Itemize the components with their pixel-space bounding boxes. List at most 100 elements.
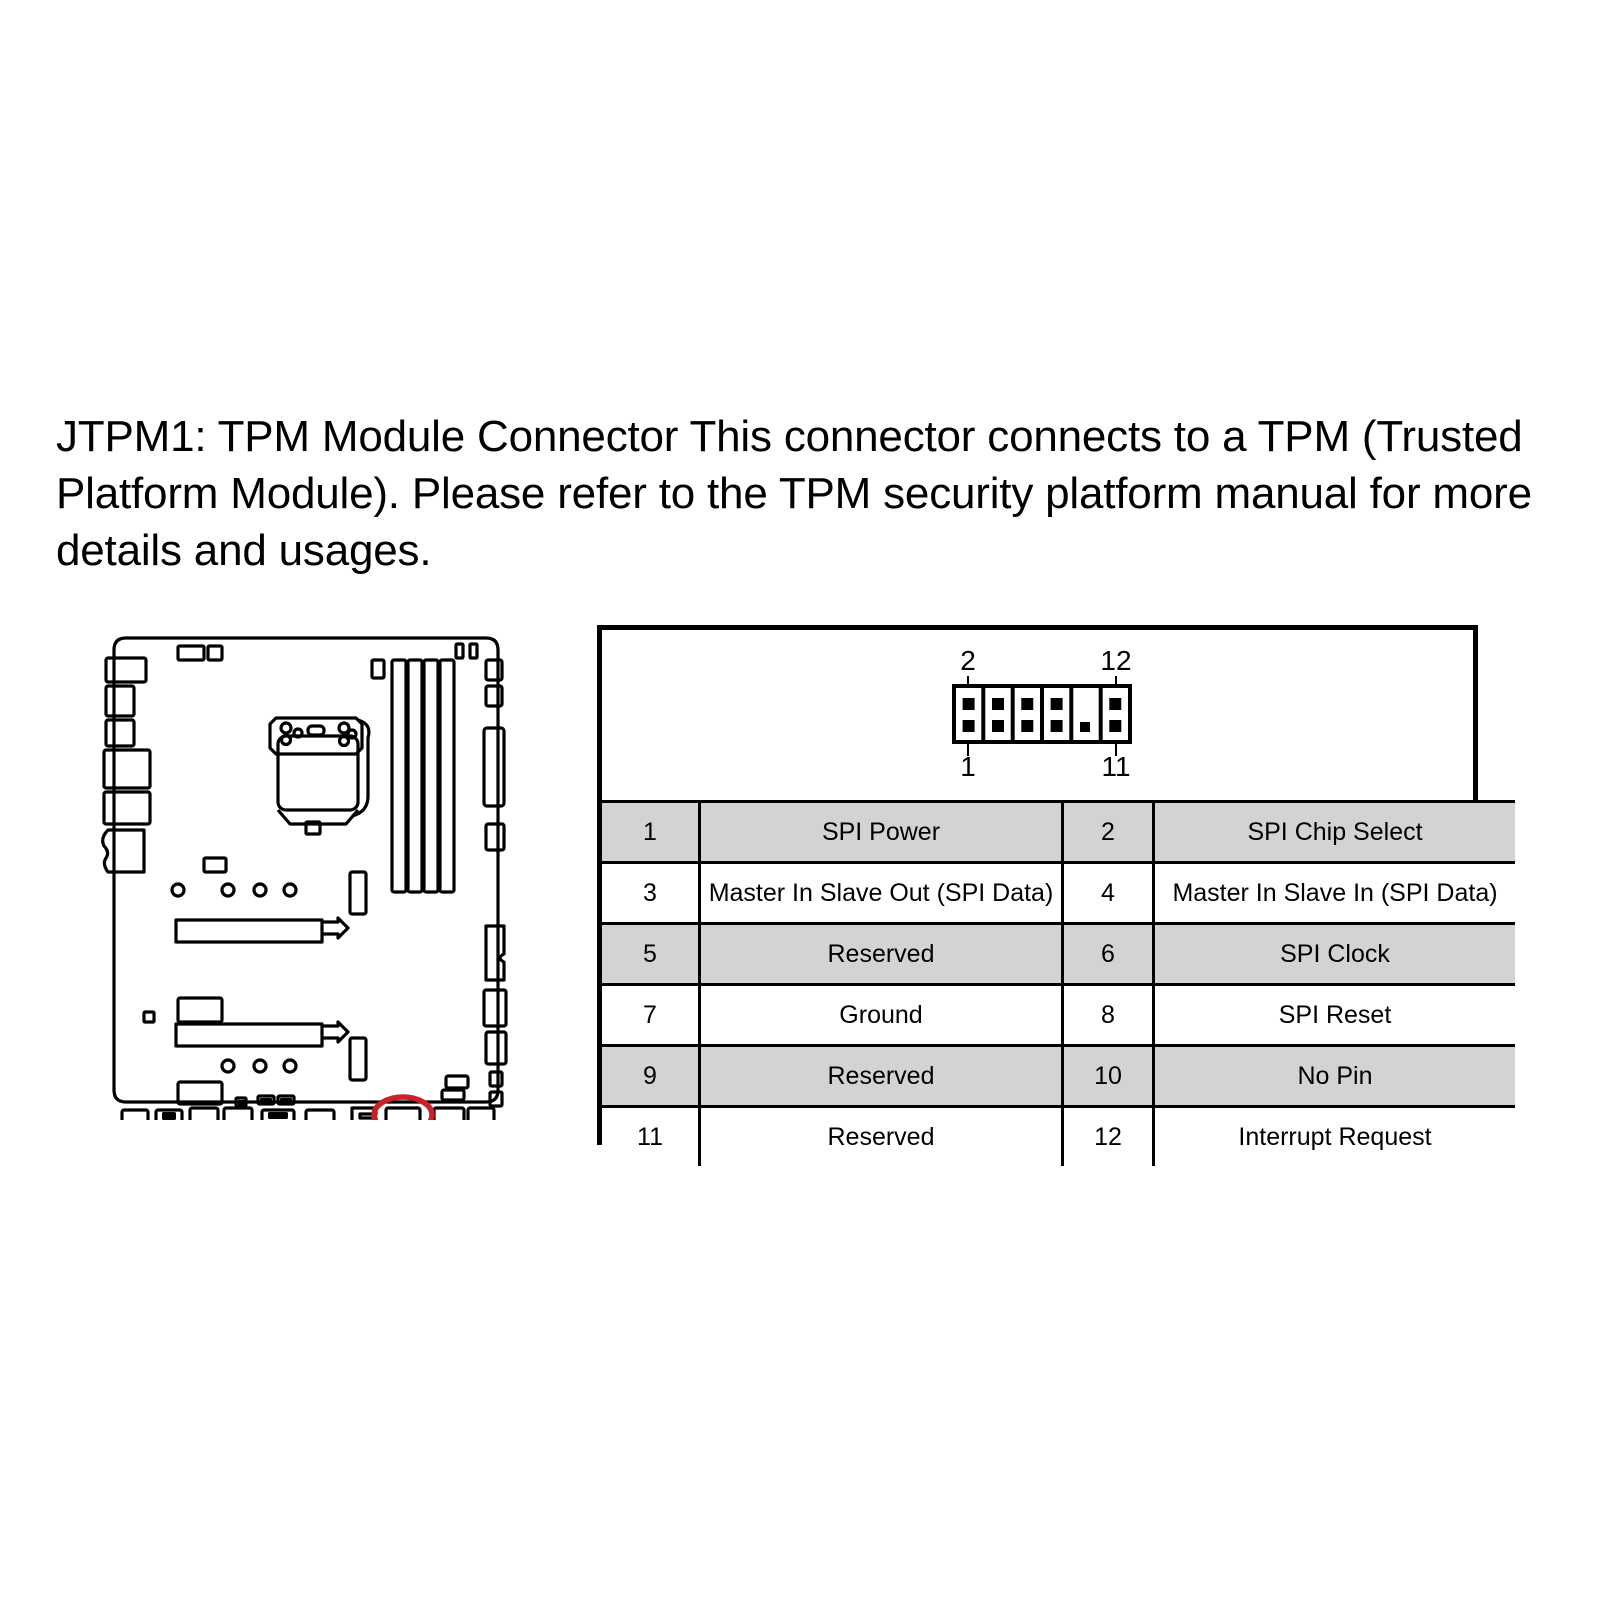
pin-assignment-table: 1 SPI Power 2 SPI Chip Select 3 Master I… [602, 800, 1515, 1166]
chip [234, 1096, 248, 1108]
connector-label-top-right: 12 [1100, 645, 1131, 676]
connector-pin [1109, 698, 1122, 710]
table-row: 5 Reserved 6 SPI Clock [602, 922, 1515, 986]
pcie-slot [174, 1020, 350, 1048]
io-port [102, 748, 152, 790]
connector-label-bottom-left: 1 [960, 751, 976, 782]
pin-number-right: 4 [1061, 861, 1155, 925]
connector-svg: 2 12 1 11 [952, 645, 1132, 782]
connector-pin [1021, 698, 1034, 710]
chip-fill [268, 1112, 288, 1119]
m2-slot [348, 870, 368, 916]
pin-number-left: 7 [602, 983, 701, 1047]
table-row: 11 Reserved 12 Interrupt Request [602, 1105, 1515, 1166]
screw-hole [252, 882, 268, 898]
right-connector [482, 988, 508, 1028]
screw-hole [220, 882, 236, 898]
pin-desc-right: SPI Reset [1152, 983, 1515, 1047]
dimm-slot [406, 658, 424, 894]
right-connector [484, 924, 506, 982]
front-panel-header [154, 1108, 184, 1120]
pin-definition-panel: 2 12 1 11 [597, 625, 1515, 1166]
pin-number-left: 1 [602, 800, 701, 864]
io-port [104, 718, 136, 748]
cpu-socket [268, 716, 371, 836]
jtpm1-header [384, 1106, 422, 1120]
connector-pin [1050, 720, 1063, 732]
pin-desc-right: SPI Clock [1152, 922, 1515, 986]
connector-pin [1080, 722, 1090, 732]
front-panel-header [466, 1106, 496, 1120]
pin-desc-right: Master In Slave In (SPI Data) [1152, 861, 1515, 925]
connector-pin [1050, 698, 1063, 710]
front-panel-header [276, 1094, 296, 1106]
pin-desc-left: Ground [698, 983, 1064, 1047]
pin-desc-right: No Pin [1152, 1044, 1515, 1108]
front-panel-header [188, 1106, 220, 1120]
motherboard-svg [101, 636, 508, 1120]
connector-pins-top [962, 698, 1122, 710]
pin-desc-right: SPI Chip Select [1152, 800, 1515, 864]
pin-number-left: 11 [602, 1105, 701, 1166]
front-panel-header [432, 1106, 466, 1120]
front-panel-header [260, 1108, 296, 1120]
pin-number-left: 3 [602, 861, 701, 925]
connector-pins-bottom [962, 720, 1122, 732]
screw-hole [220, 1058, 236, 1074]
right-connector [484, 658, 504, 682]
dimm-slot [438, 658, 456, 894]
right-connector [488, 1070, 504, 1088]
io-port [102, 790, 152, 826]
table-row: 7 Ground 8 SPI Reset [602, 983, 1515, 1047]
connector-label-bottom-right: 11 [1101, 751, 1130, 782]
board-header [370, 658, 386, 680]
pin-desc-left: Reserved [698, 1105, 1064, 1166]
pcie-slot [174, 916, 350, 944]
pin-number-right: 8 [1061, 983, 1155, 1047]
right-connector [484, 1030, 508, 1066]
screw-hole [170, 882, 186, 898]
front-panel-header [440, 1088, 466, 1102]
pin-desc-left: Master In Slave Out (SPI Data) [698, 861, 1064, 925]
connector-pin [992, 698, 1004, 710]
table-row: 9 Reserved 10 No Pin [602, 1044, 1515, 1108]
pin-number-right: 12 [1061, 1105, 1155, 1166]
connector-label-top-left: 2 [960, 645, 976, 676]
chip [202, 856, 228, 874]
board-outline [112, 636, 500, 1104]
dimm-slot [422, 658, 440, 894]
table-row: 1 SPI Power 2 SPI Chip Select [602, 800, 1515, 864]
pin-desc-right: Interrupt Request [1152, 1105, 1515, 1166]
top-connector [206, 644, 224, 662]
right-connector [484, 684, 504, 708]
right-connector [484, 822, 506, 852]
chip [176, 1080, 224, 1106]
pin-number-left: 5 [602, 922, 701, 986]
pin-number-left: 9 [602, 1044, 701, 1108]
screw-hole [252, 1058, 268, 1074]
connector-pin [1021, 720, 1034, 732]
io-port [104, 656, 148, 684]
connector-illustration-area: 2 12 1 11 [602, 630, 1473, 800]
front-panel-header [120, 1108, 150, 1120]
pin-number-right: 6 [1061, 922, 1155, 986]
right-connector [488, 1090, 504, 1108]
screw-hole [282, 1058, 298, 1074]
pin-desc-left: SPI Power [698, 800, 1064, 864]
io-port [104, 684, 136, 718]
chip [142, 1010, 156, 1024]
front-panel-header [256, 1094, 276, 1106]
page-heading: JTPM1: TPM Module Connector This connect… [56, 412, 1532, 575]
chip-fill [238, 1100, 245, 1105]
chip-fill [260, 1098, 272, 1103]
connector-column-dividers [981, 686, 1103, 742]
connector-pin [962, 720, 975, 732]
top-connector [176, 644, 206, 662]
front-panel-header [304, 1108, 336, 1120]
io-port [101, 828, 146, 874]
chip [444, 1074, 470, 1090]
pin-desc-left: Reserved [698, 922, 1064, 986]
chip [176, 996, 224, 1024]
pin-number-right: 10 [1061, 1044, 1155, 1108]
connector-pin [992, 720, 1004, 732]
